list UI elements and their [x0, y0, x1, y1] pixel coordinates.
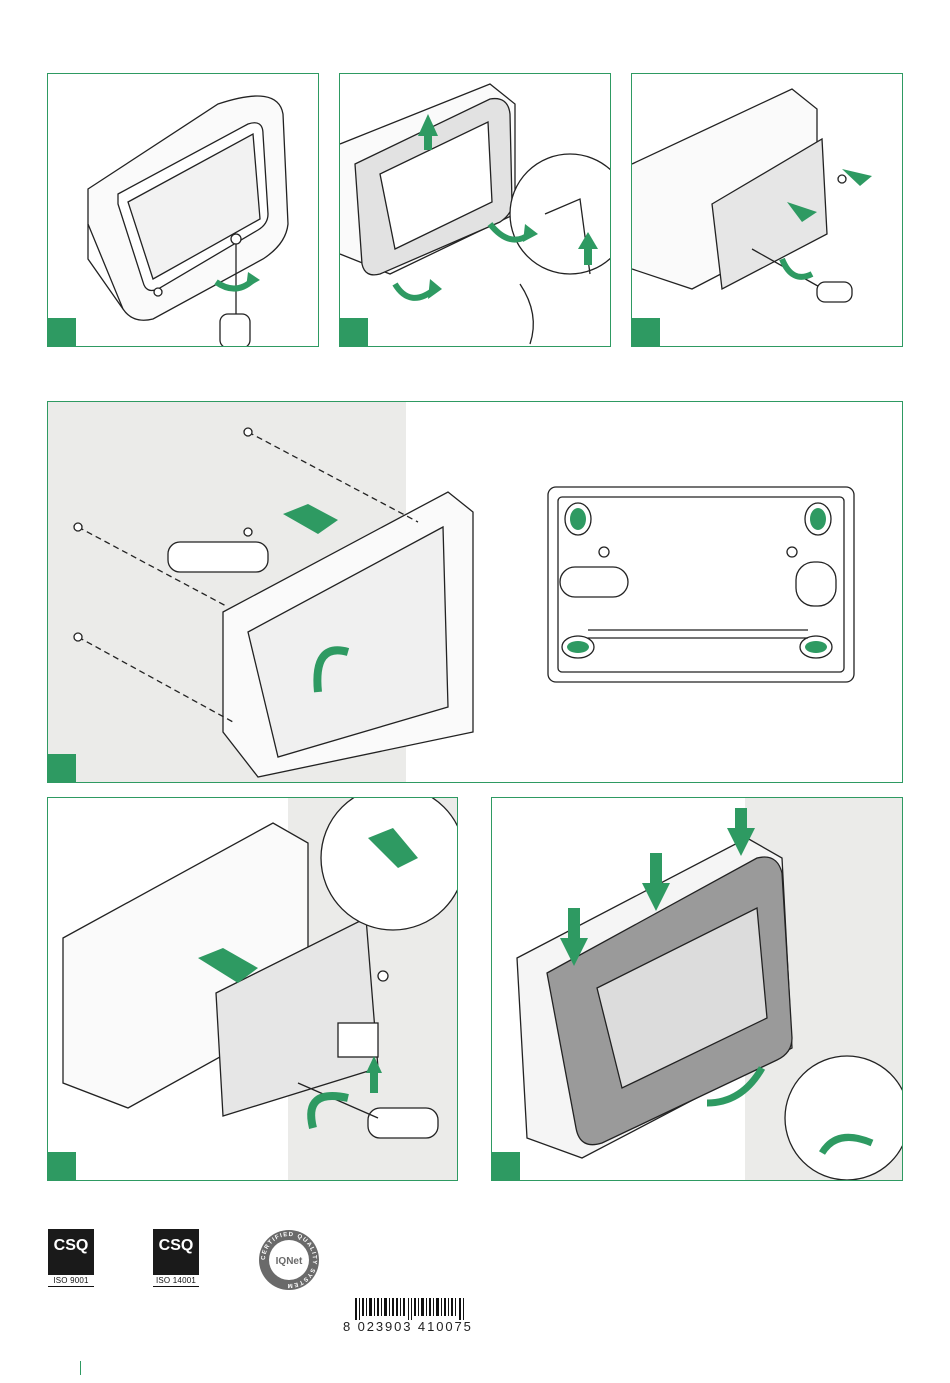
step-2-tab	[340, 318, 368, 346]
step-5-illustration	[48, 798, 458, 1181]
step-5-tab	[48, 1152, 76, 1180]
step-3-panel	[631, 73, 903, 347]
step-6-tab	[492, 1152, 520, 1180]
step-3-illustration	[632, 74, 903, 347]
step-6-panel	[491, 797, 903, 1181]
step-5-panel	[47, 797, 458, 1181]
csq-iso14001-logo: CSQ ISO 14001	[153, 1229, 199, 1287]
iso14001-label: ISO 14001	[153, 1275, 199, 1287]
step-2-illustration	[340, 74, 611, 347]
step-4-panel	[47, 401, 903, 783]
step-1-panel	[47, 73, 319, 347]
barcode-digits: 8 023903 410075	[343, 1319, 473, 1334]
barcode	[355, 1298, 467, 1320]
step-2-panel	[339, 73, 611, 347]
step-4-illustration	[48, 402, 903, 783]
csq-mark: CSQ	[153, 1229, 199, 1275]
page-mark	[80, 1361, 81, 1375]
csq-mark: CSQ	[48, 1229, 94, 1275]
step-3-tab	[632, 318, 660, 346]
iqnet-label: IQNet	[276, 1256, 303, 1267]
iqnet-seal: CERTIFIED QUALITY SYSTEM IQNet	[258, 1229, 320, 1291]
csq-iso9001-logo: CSQ ISO 9001	[48, 1229, 94, 1287]
step-1-tab	[48, 318, 76, 346]
step-1-illustration	[48, 74, 319, 347]
step-6-illustration	[492, 798, 903, 1181]
step-4-tab	[48, 754, 76, 782]
iso9001-label: ISO 9001	[48, 1275, 94, 1287]
